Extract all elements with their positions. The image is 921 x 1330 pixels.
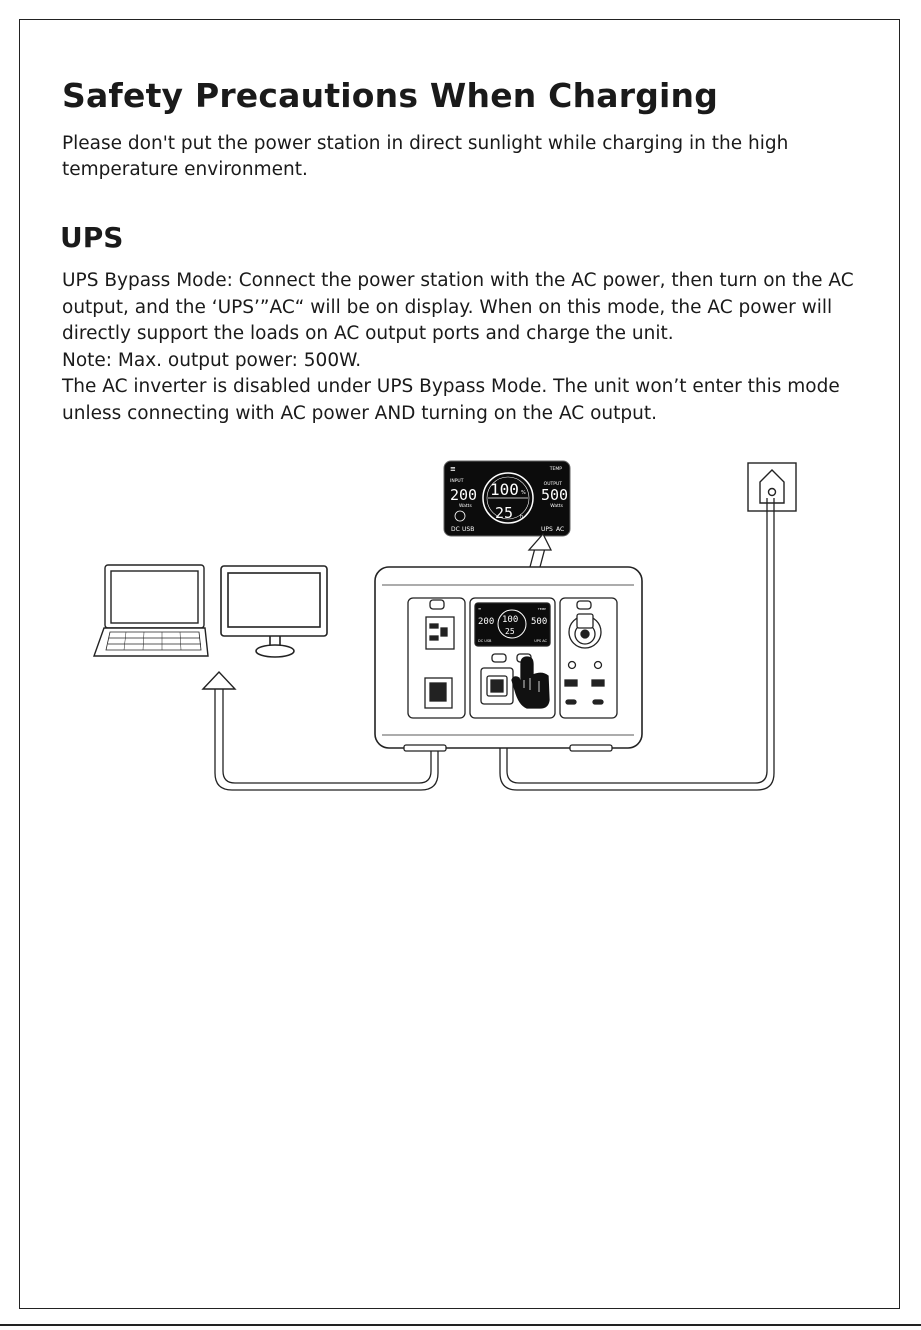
- lcd-battery-value: 100: [490, 480, 519, 499]
- lcd-output-unit: Watts: [550, 503, 563, 509]
- ups-diagram: ≡ TEMP INPUT 200 Watts 100 % 25 h OUTPUT…: [93, 460, 797, 791]
- lcd-ac-label: AC: [556, 526, 564, 533]
- lcd-usb-label: USB: [462, 526, 474, 533]
- ups-paragraph-2: The AC inverter is disabled under UPS By…: [62, 376, 840, 424]
- bottom-rule: [0, 1324, 921, 1326]
- pointing-hand-icon: [511, 656, 550, 709]
- display-zoom: ≡ TEMP INPUT 200 Watts 100 % 25 h OUTPUT…: [443, 460, 571, 537]
- lcd-input-label: INPUT: [450, 478, 464, 484]
- monitor-icon: [220, 565, 328, 658]
- page-title: Safety Precautions When Charging: [62, 76, 719, 115]
- ups-note: Note: Max. output power: 500W.: [62, 349, 362, 371]
- lcd-input-value: 200: [450, 486, 477, 504]
- lcd-ups-label: UPS: [541, 526, 553, 533]
- svg-text:≡: ≡: [450, 465, 456, 473]
- lcd-input-unit: Watts: [459, 503, 472, 509]
- load-arrow: [201, 670, 237, 690]
- laptop-icon: [93, 564, 209, 657]
- ups-heading: UPS: [60, 221, 124, 254]
- svg-text:100: 100: [502, 615, 518, 625]
- lcd-dc-label: DC: [451, 526, 460, 533]
- lcd-output-label: OUTPUT: [544, 481, 563, 487]
- intro-paragraph: Please don't put the power station in di…: [62, 133, 789, 180]
- svg-text:500: 500: [531, 617, 547, 627]
- power-station-icon: ≡ TEMP 200 100 25 500 DC USB UPS AC: [374, 566, 643, 752]
- svg-text:25: 25: [505, 627, 515, 636]
- ups-description: UPS Bypass Mode: Connect the power stati…: [62, 268, 877, 427]
- page-frame: [19, 19, 900, 1309]
- lcd-time-unit: h: [520, 514, 523, 520]
- svg-text:DC USB: DC USB: [478, 639, 492, 643]
- svg-text:TEMP: TEMP: [537, 607, 546, 611]
- lcd-time-value: 25: [495, 504, 513, 522]
- lcd-battery-unit: %: [521, 490, 526, 496]
- svg-text:≡: ≡: [478, 606, 481, 611]
- svg-text:200: 200: [478, 617, 494, 627]
- wall-outlet-icon: [747, 462, 797, 512]
- svg-text:UPS AC: UPS AC: [534, 639, 547, 643]
- cables: [214, 498, 775, 791]
- lcd-temp-label: TEMP: [549, 466, 562, 472]
- ups-paragraph-1: UPS Bypass Mode: Connect the power stati…: [62, 270, 854, 344]
- lcd-output-value: 500: [541, 486, 568, 504]
